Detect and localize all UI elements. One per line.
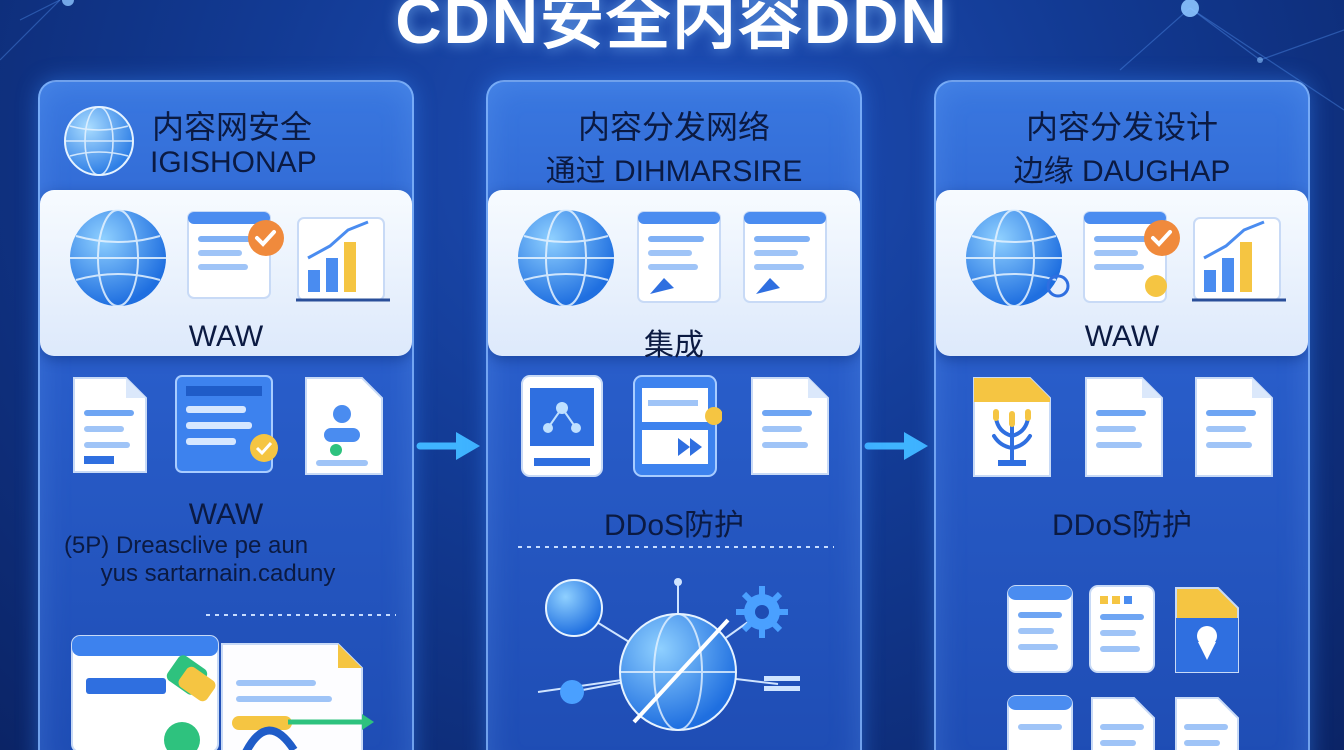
dotted-divider [518,546,834,548]
document-icon [1089,585,1155,673]
bar-chart-icon [1192,217,1286,302]
plant-document-icon [973,377,1051,477]
network-diagram-window-icon [521,375,603,477]
dotted-divider [206,614,396,616]
column-content-security: 内容网安全 IGISHONAP WA [38,80,414,750]
column-content-delivery-design: 内容分发设计 边缘 DAUGHAP [934,80,1310,750]
document-icon [1007,585,1073,673]
mobile-user-icon [305,377,383,475]
column-content-delivery-network: 内容分发网络 通过 DIHMARSIRE 集成 [486,80,862,750]
document-icon [743,211,827,303]
column-subtitle: IGISHONAP [150,146,317,179]
column-subtitle: 边缘 DAUGHAP [1013,155,1231,188]
panel-label: WAW [188,320,264,353]
feature-panel: WAW [40,190,412,356]
panel-label: WAW [1084,320,1160,353]
section-label: DDoS防护 [603,509,745,542]
feature-panel: 集成 [488,190,860,362]
panel-label: 集成 [644,329,704,362]
globe-icon [966,209,1070,307]
document-icon [1007,695,1073,750]
column-header: 内容分发网络 通过 DIHMARSIRE [488,82,860,190]
document-icon [1195,377,1273,477]
document-icon [1085,377,1163,477]
globe-icon [70,209,166,307]
document-check-icon [1083,211,1180,303]
column-header: 内容网安全 IGISHONAP [40,82,412,190]
document-icon [637,211,721,303]
column-title: 内容网安全 [152,109,313,145]
dashboard-window-icon [71,635,219,750]
globe-icon [518,209,614,307]
flow-arrow-icon [416,432,480,460]
form-window-icon [175,375,278,473]
column-title: 内容分发设计 [1025,109,1218,145]
column-header: 内容分发设计 边缘 DAUGHAP [936,82,1308,190]
globe-icon [64,106,134,176]
feature-panel: WAW [936,190,1308,356]
document-check-icon [187,211,284,299]
column-subtitle: 通过 DIHMARSIRE [545,155,803,188]
section-label: WAW [188,498,264,531]
note-line-1: (5P) Dreasclive pe aun [63,532,309,559]
document-transfer-icon [221,643,374,750]
main-title: CDN安全内容DDN [395,0,949,57]
network-hub-icon [537,578,800,731]
document-icon [751,377,829,475]
video-player-icon [633,375,722,477]
bar-chart-icon [296,217,390,302]
document-icon [1091,697,1155,750]
column-title: 内容分发网络 [577,109,770,145]
section-label: DDoS防护 [1051,509,1193,542]
flow-arrow-icon [864,432,928,460]
location-document-icon [1175,587,1239,673]
gear-icon [736,586,788,638]
note-line-2: yus sartarnain.caduny [100,560,336,587]
document-icon [73,377,147,473]
document-icon [1175,697,1239,750]
